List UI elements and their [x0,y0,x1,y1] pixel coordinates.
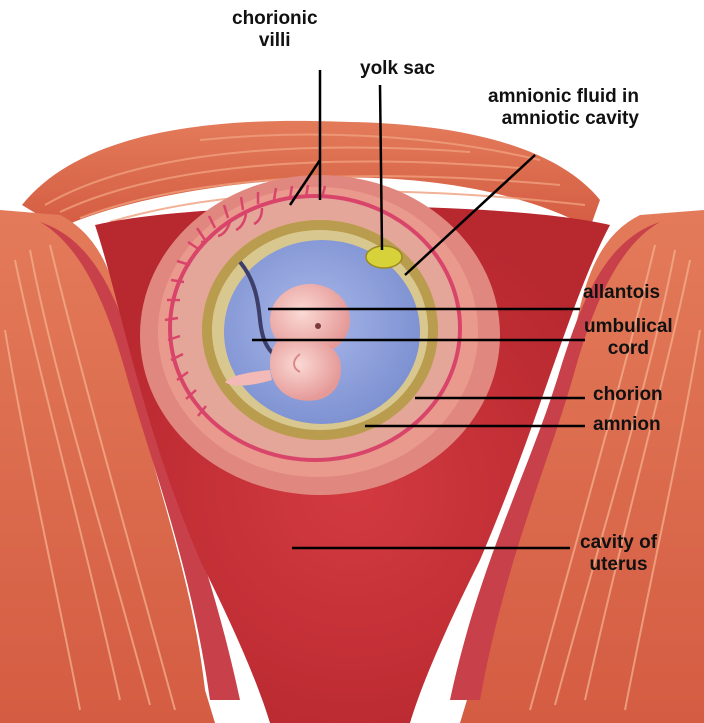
label-umbilical-cord: umbulical cord [584,316,673,360]
label-amnion: amnion [593,414,661,436]
label-chorionic-villi: chorionic villi [232,8,318,52]
label-cavity-of-uterus: cavity of uterus [580,532,657,576]
label-allantois: allantois [583,282,660,304]
label-chorion: chorion [593,384,663,406]
yolk-sac [366,246,402,268]
label-yolk-sac: yolk sac [360,58,435,80]
label-amnionic-fluid: amnionic fluid in amniotic cavity [488,86,639,130]
